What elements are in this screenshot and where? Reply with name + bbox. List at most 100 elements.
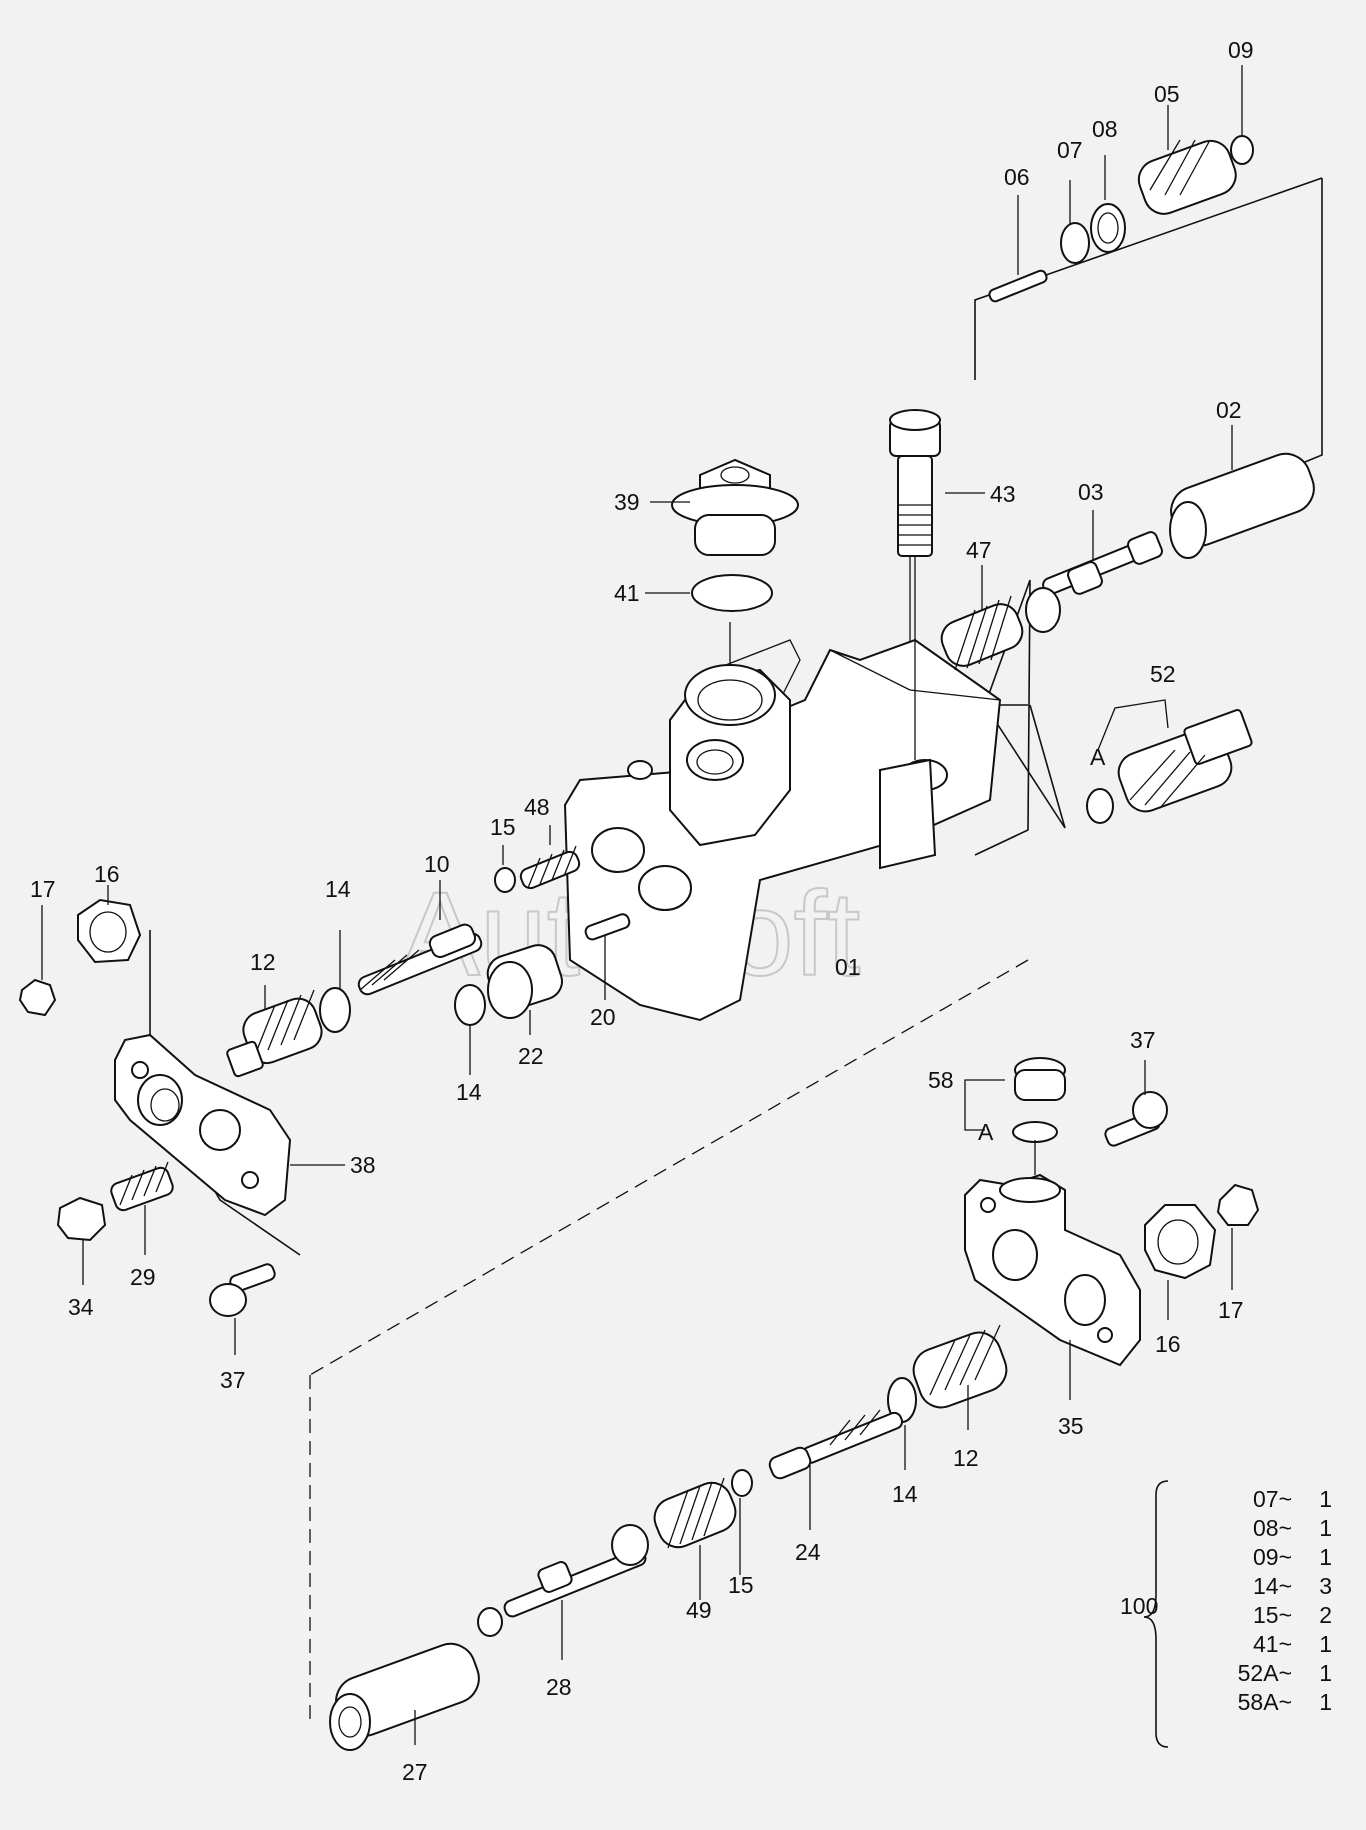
label-47: 47 xyxy=(966,537,992,563)
kit-item: 08~ 1 xyxy=(1162,1514,1332,1543)
kit-item: 15~ 2 xyxy=(1162,1601,1332,1630)
label-38: 38 xyxy=(350,1152,376,1178)
kit-item-part: 41~ xyxy=(1252,1631,1292,1657)
label-15b: 15 xyxy=(728,1572,754,1598)
label-A-top: A xyxy=(1090,744,1106,770)
label-12b: 12 xyxy=(953,1445,979,1471)
label-49: 49 xyxy=(686,1597,712,1623)
right-lower-group xyxy=(887,1057,1260,1470)
spring-48 xyxy=(519,845,581,890)
kit-brace xyxy=(1143,1480,1169,1748)
label-20: 20 xyxy=(590,1004,616,1030)
label-39: 39 xyxy=(614,489,640,515)
adjuster-12a xyxy=(226,989,323,1078)
spool-24 xyxy=(768,1409,904,1480)
kit-item-qty: 1 xyxy=(1319,1515,1332,1541)
left-flange-group xyxy=(56,1033,345,1355)
o-ring-41 xyxy=(691,574,773,612)
kit-item: 58A~1 xyxy=(1162,1688,1332,1717)
label-14a: 14 xyxy=(325,876,351,902)
label-28: 28 xyxy=(546,1674,572,1700)
piston-22 xyxy=(486,944,563,1019)
kit-item-part: 07~ xyxy=(1252,1486,1292,1512)
kit-item: 52A~ 1 xyxy=(1162,1659,1332,1688)
left-cluster xyxy=(18,825,631,1078)
plug-58 xyxy=(1014,1057,1066,1101)
kit-item-part: 08~ xyxy=(1252,1515,1292,1541)
label-52: 52 xyxy=(1150,661,1176,687)
label-22: 22 xyxy=(518,1043,544,1069)
spring-49 xyxy=(653,1477,737,1549)
kit-item-qty: 1 xyxy=(1319,1631,1332,1657)
label-02: 02 xyxy=(1216,397,1242,423)
label-08: 08 xyxy=(1092,116,1118,142)
kit-item: 14~ 3 xyxy=(1162,1572,1332,1601)
nut-16a xyxy=(77,898,142,964)
sleeve-02 xyxy=(1169,452,1315,559)
plug-39 xyxy=(671,458,799,556)
kit-item-part: 14~ xyxy=(1252,1573,1292,1599)
label-12a: 12 xyxy=(250,949,276,975)
label-05: 05 xyxy=(1154,81,1180,107)
o-ring-15b xyxy=(731,1469,753,1497)
label-A-bottom: A xyxy=(978,1119,994,1145)
top-center-parts xyxy=(645,409,985,760)
spool-28 xyxy=(477,1524,649,1637)
pin-20 xyxy=(584,913,631,941)
valve-body xyxy=(563,638,1002,1022)
label-07: 07 xyxy=(1057,137,1083,163)
nut-16b xyxy=(1144,1204,1217,1280)
flange-35 xyxy=(964,1173,1141,1367)
label-14b: 14 xyxy=(456,1079,482,1105)
kit-code: 100 xyxy=(1120,1593,1159,1619)
sleeve-27 xyxy=(329,1642,480,1751)
label-35: 35 xyxy=(1058,1413,1084,1439)
label-37b: 37 xyxy=(1130,1027,1156,1053)
bolt-37a xyxy=(209,1263,276,1317)
part-labels: 09 05 08 07 06 02 43 03 39 41 47 52 A 48… xyxy=(30,37,1254,1785)
nut-34 xyxy=(56,1196,107,1242)
label-41: 41 xyxy=(614,580,640,606)
o-ring-14a xyxy=(319,987,351,1033)
label-37a: 37 xyxy=(220,1367,246,1393)
label-16a: 16 xyxy=(94,861,120,887)
kit-item-qty: 3 xyxy=(1319,1573,1332,1599)
kit-item-part: 15~ xyxy=(1252,1602,1292,1628)
label-01: 01 xyxy=(835,954,861,980)
kit-item-part: 52A~ xyxy=(1237,1660,1292,1686)
kit-item: 41~ 1 xyxy=(1162,1630,1332,1659)
label-14c: 14 xyxy=(892,1481,918,1507)
kit-item-qty: 1 xyxy=(1319,1486,1332,1512)
label-48: 48 xyxy=(524,794,550,820)
label-29: 29 xyxy=(130,1264,156,1290)
label-17a: 17 xyxy=(30,876,56,902)
label-27: 27 xyxy=(402,1759,428,1785)
label-15a: 15 xyxy=(490,814,516,840)
spool-05 xyxy=(1137,139,1237,215)
bolt-43 xyxy=(889,409,941,557)
label-03: 03 xyxy=(1078,479,1104,505)
label-34: 34 xyxy=(68,1294,94,1320)
label-09: 09 xyxy=(1228,37,1254,63)
kit-item-qty: 2 xyxy=(1319,1602,1332,1628)
label-06: 06 xyxy=(1004,164,1030,190)
kit-item: 07~ 1 xyxy=(1162,1485,1332,1514)
spring-47 xyxy=(940,595,1024,671)
bolt-37b xyxy=(1104,1091,1168,1147)
kit-item-qty: 1 xyxy=(1319,1544,1332,1570)
screw-29 xyxy=(110,1161,174,1212)
spool-03 xyxy=(1025,531,1163,633)
kit-item-part: 09~ xyxy=(1252,1544,1292,1570)
adjuster-12b xyxy=(912,1324,1008,1409)
kit-item-qty: 1 xyxy=(1319,1660,1332,1686)
kit-item: 09~ 1 xyxy=(1162,1543,1332,1572)
o-ring-A2 xyxy=(1012,1121,1058,1143)
label-24: 24 xyxy=(795,1539,821,1565)
kit-item-qty: 1 xyxy=(1319,1689,1332,1715)
label-58: 58 xyxy=(928,1067,954,1093)
spool-10 xyxy=(357,923,483,996)
top-right-parts xyxy=(940,65,1315,671)
